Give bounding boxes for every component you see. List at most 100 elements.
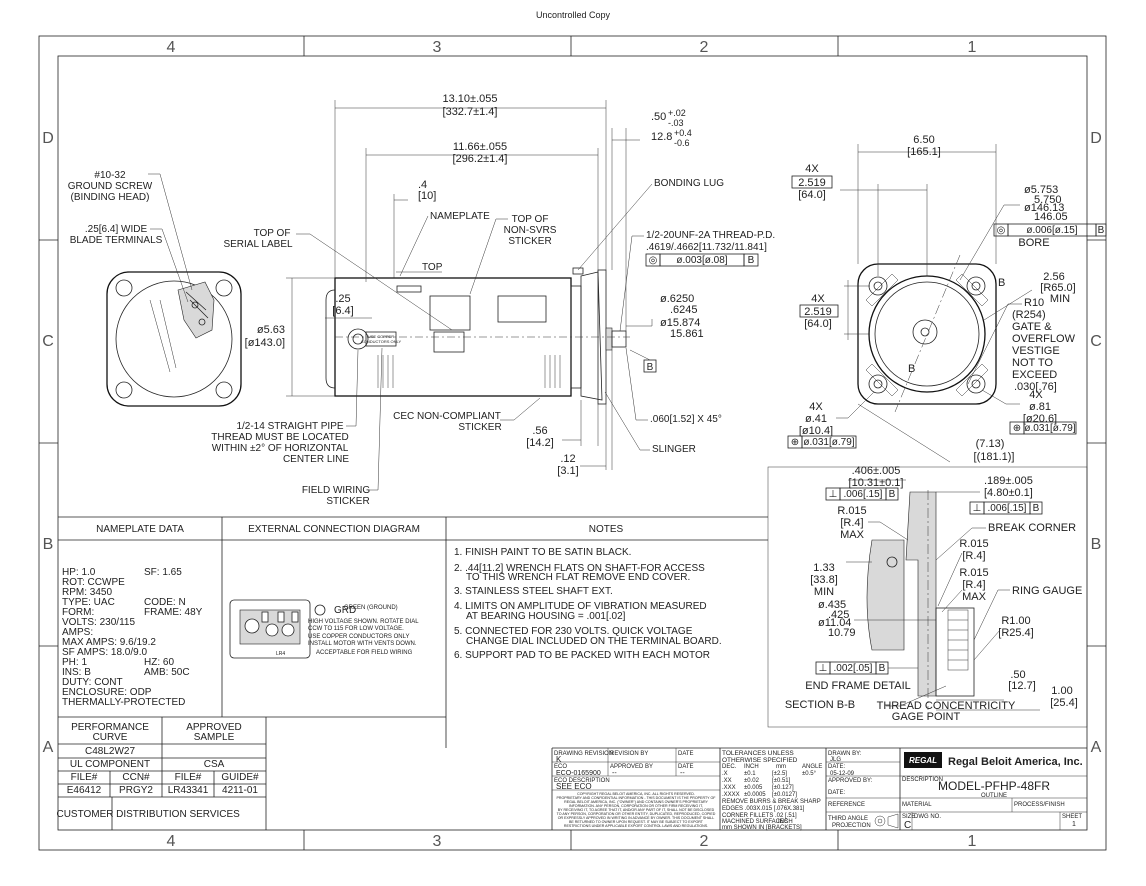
- tb-rev-by: REVISION BY: [610, 751, 648, 757]
- tol-50-plus: +.02: [668, 108, 686, 118]
- dim-overall-2: [332.7±1.4]: [443, 106, 498, 118]
- section-callouts: .406±.005 [10.31±0.1] ⊥ .006[.15] B .189…: [785, 465, 1082, 723]
- tb-eco-desc: ECO DESCRIPTION: [554, 778, 610, 784]
- side-view-dimensions: 13.10±.055 [332.7±1.4] 11.66±.055 [296.2…: [245, 93, 704, 477]
- fcf-left-value: ø.031[ø.79]: [803, 437, 854, 448]
- fcf-bore-datum: B: [1098, 225, 1105, 236]
- r10-4: OVERFLOW: [1012, 333, 1076, 345]
- zone-left-a: A: [43, 739, 54, 756]
- holes-right-2: ø.81: [1029, 401, 1051, 413]
- screw-label-3: (BINDING HEAD): [71, 192, 150, 203]
- fcf-002-datum: B: [879, 663, 886, 674]
- dim-435-1: ø.435: [818, 599, 846, 611]
- screw-label-2: GROUND SCREW: [68, 181, 153, 192]
- data-panels: [58, 516, 768, 748]
- conn-text-3: INSTALL MOTOR WITH VENTS DOWN.: [308, 641, 417, 647]
- customer-label: CUSTOMER: [56, 809, 113, 820]
- tol-r0-3: ±0.5°: [802, 771, 817, 777]
- top-label: TOP: [422, 262, 443, 273]
- bore-label: BORE: [1018, 237, 1049, 249]
- fcf-left-symbol: ⊕: [791, 437, 799, 448]
- datum-b-side: B: [647, 362, 654, 373]
- shaft-dim-3: ø15.874: [660, 317, 700, 329]
- bore-dim-2: 5.750: [1034, 194, 1062, 206]
- copyright-3: INFORMATION. ANY PERSON, CORPORATION OR …: [569, 804, 703, 808]
- bore-dim-3: ø146.13: [1024, 202, 1064, 214]
- serial-label-2: SERIAL LABEL: [223, 239, 293, 250]
- tol-r0-0: .X: [722, 771, 728, 777]
- np-line-8: SF AMPS: 18.0/9.0: [62, 647, 147, 658]
- section-detail: [767, 466, 1088, 728]
- r10-2: (R254): [1012, 309, 1046, 321]
- holes-right-1: 4X: [1029, 389, 1043, 401]
- cec-label-2: STICKER: [458, 422, 501, 433]
- tol-r3-2: [±0.0127]: [772, 792, 797, 798]
- dim-406-1: .406±.005: [852, 465, 901, 477]
- end-frame-detail: END FRAME DETAIL: [805, 680, 911, 692]
- r10-1: R10: [1024, 297, 1044, 309]
- tol-r3-0: .XXXX: [722, 792, 740, 798]
- conn-text-4: ACCEPTABLE FOR FIELD WIRING: [316, 650, 413, 656]
- watermark: Uncontrolled Copy: [536, 10, 611, 20]
- conn-text-2: USE COPPER CONDUCTORS ONLY: [308, 634, 409, 640]
- dim-435-2: .425: [828, 609, 849, 621]
- fcf-002-symbol: ⊥: [819, 663, 828, 674]
- fcf-bore-value: ø.006[ø.15]: [1026, 225, 1077, 236]
- tb-size: SIZE: [902, 814, 915, 820]
- fcf-189-symbol: ⊥: [973, 503, 982, 514]
- thread-label-2: .4619/.4662[11.732/11.841]: [646, 242, 767, 253]
- fcf-189-datum: B: [1033, 503, 1040, 514]
- tb-date-lbl: DATE:: [828, 764, 846, 770]
- r10-6: NOT TO: [1012, 357, 1053, 369]
- right-end-view: B B: [857, 254, 1005, 413]
- perf-value-1: PRGY2: [119, 785, 153, 796]
- np-line-10: INS: B: [62, 667, 91, 678]
- zone-bottom-3: 3: [433, 833, 442, 850]
- perf-value-3: 4211-01: [222, 785, 258, 796]
- field-wiring-2: STICKER: [326, 496, 369, 507]
- r015c-1: R.015: [959, 567, 988, 579]
- zone-left-c: C: [42, 333, 54, 350]
- dim-4x-top-3: [64.0]: [798, 189, 826, 201]
- tb-drawn-val: JLG: [830, 757, 841, 763]
- dim-713-1: (7.13): [976, 438, 1005, 450]
- dim-50-1: .50: [1010, 669, 1025, 681]
- grd-label: GRD: [334, 605, 356, 616]
- cec-label-1: CEC NON-COMPLIANT: [393, 411, 501, 422]
- nameplate-data-title: NAMEPLATE DATA: [96, 524, 184, 535]
- note-6: 6. SUPPORT PAD TO BE PACKED WITH EACH MO…: [454, 650, 710, 661]
- side-view-callouts: NAMEPLATE TOP OF SERIAL LABEL TOP OF NON…: [211, 178, 775, 507]
- tb-process: PROCESS/FINISH: [1014, 802, 1065, 808]
- bore-dim-1: ø5.753: [1024, 184, 1058, 196]
- dim-4x-left-2: 2.519: [804, 306, 832, 318]
- tol-r1-2: [±0.51]: [772, 778, 791, 784]
- screw-label-1: #10-32: [94, 170, 126, 181]
- r10-5: VESTIGE: [1012, 345, 1060, 357]
- chamfer-label: .060[1.52] X 45°: [650, 414, 722, 425]
- third-angle-1: THIRD ANGLE: [828, 816, 868, 822]
- dim-256-2: [R65.0]: [1040, 282, 1075, 294]
- zone-top-3: 3: [433, 39, 442, 56]
- tol-r2-1: ±0.005: [744, 785, 763, 791]
- dim-133-2: [33.8]: [810, 574, 838, 586]
- r015b-2: [R.4]: [962, 550, 985, 562]
- fcf-thread-value: ø.003[ø.08]: [676, 255, 727, 266]
- dim-256-1: 2.56: [1043, 271, 1064, 283]
- tol-r0-1: ±0.1: [744, 771, 756, 777]
- note-2b: TO THIS WRENCH FLAT REMOVE END COVER.: [466, 572, 690, 583]
- tol-title-1: TOLERANCES UNLESS: [722, 750, 794, 757]
- r100-1: R1.00: [1001, 615, 1030, 627]
- tb-date-lbl-2: DATE:: [828, 790, 846, 796]
- zone-right-d: D: [1090, 130, 1102, 147]
- r100-2: [R25.4]: [998, 627, 1033, 639]
- perf-header-0: FILE#: [71, 772, 98, 783]
- np-line-1: ROT: CCWPE: [62, 577, 125, 588]
- tol-note-0: REMOVE BURRS & BREAK SHARP: [722, 799, 821, 805]
- perf-curve-1: PERFORMANCE: [71, 722, 149, 733]
- tol-note-4: INCH: [778, 819, 793, 825]
- tol-128-base: 12.8: [651, 131, 672, 143]
- tb-eco-head: ECO: [554, 764, 567, 770]
- np-line-0: HP: 1.0: [62, 567, 96, 578]
- dim-overall-1: 13.10±.055: [443, 93, 498, 105]
- dim-435-4: 10.79: [828, 627, 856, 639]
